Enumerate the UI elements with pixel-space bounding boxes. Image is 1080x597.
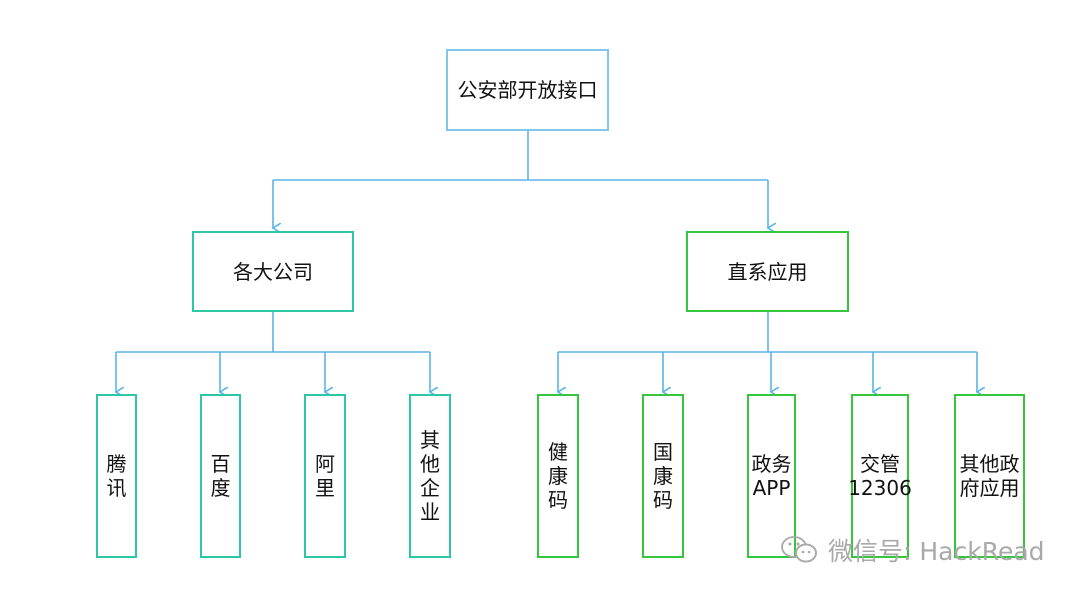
leaf-node-traffic-12306: 交管 12306 — [848, 394, 912, 558]
leaf-node-gov-app: 政务 APP — [747, 394, 796, 558]
leaf-node-health-code: 健康 码 — [537, 394, 579, 558]
wechat-icon — [781, 536, 817, 563]
leaf-node-tencent: 腾讯 — [96, 394, 137, 558]
root-node: 公安部开放接口 — [446, 49, 609, 131]
leaf-node-other-enterprises: 其他 企业 — [409, 394, 451, 558]
leaf-node-national-code: 国康 码 — [642, 394, 684, 558]
branch-node-companies: 各大公司 — [192, 231, 354, 312]
leaf-node-alibaba: 阿里 — [304, 394, 346, 558]
watermark: 微信号: HackRead — [780, 532, 1045, 568]
leaf-node-label: 政务 APP — [751, 452, 792, 500]
leaf-node-baidu: 百度 — [200, 394, 241, 558]
leaf-node-label: 其他 企业 — [420, 428, 440, 524]
leaf-node-label: 腾讯 — [106, 452, 127, 500]
branch-node-label: 各大公司 — [233, 259, 313, 284]
leaf-node-label: 阿里 — [315, 452, 335, 500]
leaf-node-label: 健康 码 — [548, 440, 568, 512]
watermark-text: 微信号: HackRead — [828, 537, 1045, 566]
branch-node-label: 直系应用 — [727, 259, 808, 284]
leaf-node-label: 其他政 府应用 — [959, 452, 1020, 500]
leaf-node-label: 交管 12306 — [848, 452, 912, 500]
leaf-node-label: 百度 — [210, 452, 231, 500]
leaf-node-label: 国康 码 — [653, 440, 673, 512]
branch-node-direct-apps: 直系应用 — [686, 231, 849, 312]
leaf-node-other-gov-apps: 其他政 府应用 — [954, 394, 1025, 558]
root-node-label: 公安部开放接口 — [457, 78, 598, 102]
